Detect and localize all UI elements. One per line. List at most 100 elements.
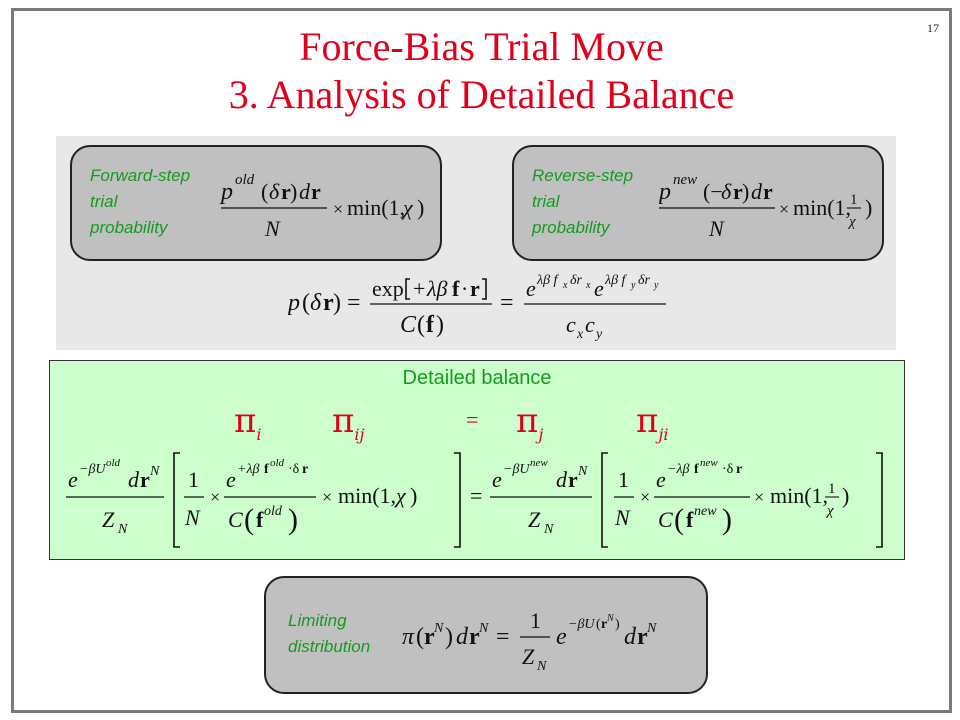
svg-text:C: C — [228, 507, 243, 532]
svg-text:min(1,: min(1, — [793, 195, 851, 220]
svg-text:N: N — [646, 621, 657, 636]
pi-subscript: ji — [658, 424, 669, 444]
svg-text:): ) — [290, 179, 297, 204]
label-line: Forward-step — [90, 166, 191, 185]
svg-text:): ) — [842, 483, 849, 508]
svg-text:d: d — [556, 467, 568, 492]
svg-text:y: y — [630, 280, 636, 291]
svg-text:): ) — [436, 312, 444, 338]
pi-ji-label: πji — [636, 401, 669, 444]
forward-step-label: Forward-step trial probability — [90, 163, 230, 241]
svg-text:χ: χ — [847, 214, 856, 230]
svg-text:e: e — [656, 467, 666, 492]
svg-text:r: r — [281, 179, 291, 204]
svg-text:new: new — [530, 457, 548, 469]
svg-text:c: c — [585, 312, 595, 337]
svg-text:p: p — [659, 179, 671, 205]
svg-text:(: ( — [416, 624, 424, 650]
svg-text:f: f — [256, 507, 264, 532]
svg-text:): ) — [417, 195, 424, 220]
svg-text:N: N — [264, 216, 281, 241]
svg-text:): ) — [615, 617, 620, 632]
svg-text:C: C — [658, 507, 673, 532]
svg-text:old: old — [264, 504, 283, 519]
svg-text:old: old — [235, 172, 255, 188]
svg-text:y: y — [594, 327, 603, 342]
svg-text:r: r — [733, 179, 743, 204]
svg-text:N: N — [433, 621, 444, 636]
forward-probability-formula: p old ( δ r ) d r N × min(1, χ ) — [219, 172, 424, 241]
svg-text:N: N — [708, 216, 725, 241]
svg-text:=: = — [500, 290, 514, 316]
svg-text:r: r — [424, 624, 435, 650]
svg-text:λβ f: λβ f — [536, 273, 560, 288]
svg-text:e: e — [594, 276, 604, 301]
svg-text:min(1,: min(1, — [347, 195, 405, 220]
svg-text:x: x — [585, 280, 591, 291]
svg-text:x: x — [562, 280, 568, 291]
label-line: distribution — [288, 637, 371, 656]
svg-text:×: × — [333, 199, 343, 219]
svg-text:e: e — [226, 467, 236, 492]
svg-text:1: 1 — [530, 608, 541, 633]
detailed-balance-panel: Detailed balance πi πij = πj πji e −βU o… — [49, 360, 905, 560]
svg-text:−βU: −βU — [568, 617, 595, 632]
pi-subscript: i — [256, 424, 262, 444]
svg-text:r: r — [470, 276, 480, 301]
svg-text:r: r — [736, 462, 742, 477]
pi-i-label: πi — [234, 401, 262, 444]
svg-text:N: N — [543, 522, 554, 537]
reverse-probability-formula: p new (− δ r ) d r N × min(1, 1 χ ) — [659, 172, 872, 241]
svg-text:χ: χ — [401, 195, 414, 220]
svg-text:Z: Z — [102, 507, 115, 532]
title-line-1: Force-Bias Trial Move — [299, 24, 664, 69]
svg-text:N: N — [614, 505, 631, 530]
svg-text:) =: ) = — [333, 290, 361, 316]
svg-text:1: 1 — [188, 467, 199, 492]
svg-text:·: · — [461, 276, 468, 301]
svg-text:(: ( — [244, 503, 254, 536]
svg-text:e: e — [526, 276, 536, 301]
svg-text:d: d — [624, 624, 637, 650]
svg-text:r: r — [469, 624, 480, 650]
slide-title: Force-Bias Trial Move 3. Analysis of Det… — [14, 25, 949, 117]
svg-text:(: ( — [596, 617, 601, 632]
svg-text:(: ( — [261, 179, 268, 204]
svg-text:×: × — [640, 487, 650, 507]
svg-text:e: e — [68, 467, 78, 492]
svg-text:c: c — [566, 312, 576, 337]
svg-text:Z: Z — [528, 507, 541, 532]
svg-text:λβ: λβ — [426, 276, 448, 301]
svg-text:1: 1 — [828, 481, 836, 497]
title-line-2: 3. Analysis of Detailed Balance — [228, 72, 735, 117]
limiting-distribution-label: Limiting distribution — [288, 608, 370, 660]
svg-text:d: d — [299, 179, 311, 204]
svg-text:−βU: −βU — [503, 462, 530, 477]
svg-text:(: ( — [674, 503, 684, 536]
detailed-balance-heading: Detailed balance — [402, 367, 552, 389]
svg-text:δ: δ — [310, 290, 322, 316]
svg-text:min(1,: min(1, — [770, 483, 828, 508]
svg-text:π: π — [402, 624, 415, 650]
svg-text:(−: (− — [703, 179, 723, 204]
svg-text:(: ( — [302, 290, 310, 316]
svg-text:−βU: −βU — [79, 462, 106, 477]
svg-text:N: N — [478, 621, 489, 636]
svg-text:C: C — [400, 312, 417, 338]
svg-text:r: r — [311, 179, 321, 204]
svg-text:r: r — [140, 467, 150, 492]
svg-text:f: f — [452, 276, 460, 301]
svg-text:d: d — [456, 624, 469, 650]
svg-text:×: × — [779, 199, 789, 219]
svg-text:Z: Z — [522, 644, 535, 669]
svg-text:r: r — [637, 624, 648, 650]
svg-text:·δ: ·δ — [722, 462, 734, 477]
svg-text:min(1,: min(1, — [338, 483, 396, 508]
svg-text:): ) — [742, 179, 749, 204]
svg-text:χ: χ — [825, 503, 834, 519]
svg-text:1: 1 — [618, 467, 629, 492]
svg-text:): ) — [722, 503, 732, 536]
forward-step-box: Forward-step trial probability p old ( δ… — [70, 145, 442, 261]
svg-text:+: + — [413, 276, 425, 301]
svg-text:new: new — [700, 457, 718, 469]
